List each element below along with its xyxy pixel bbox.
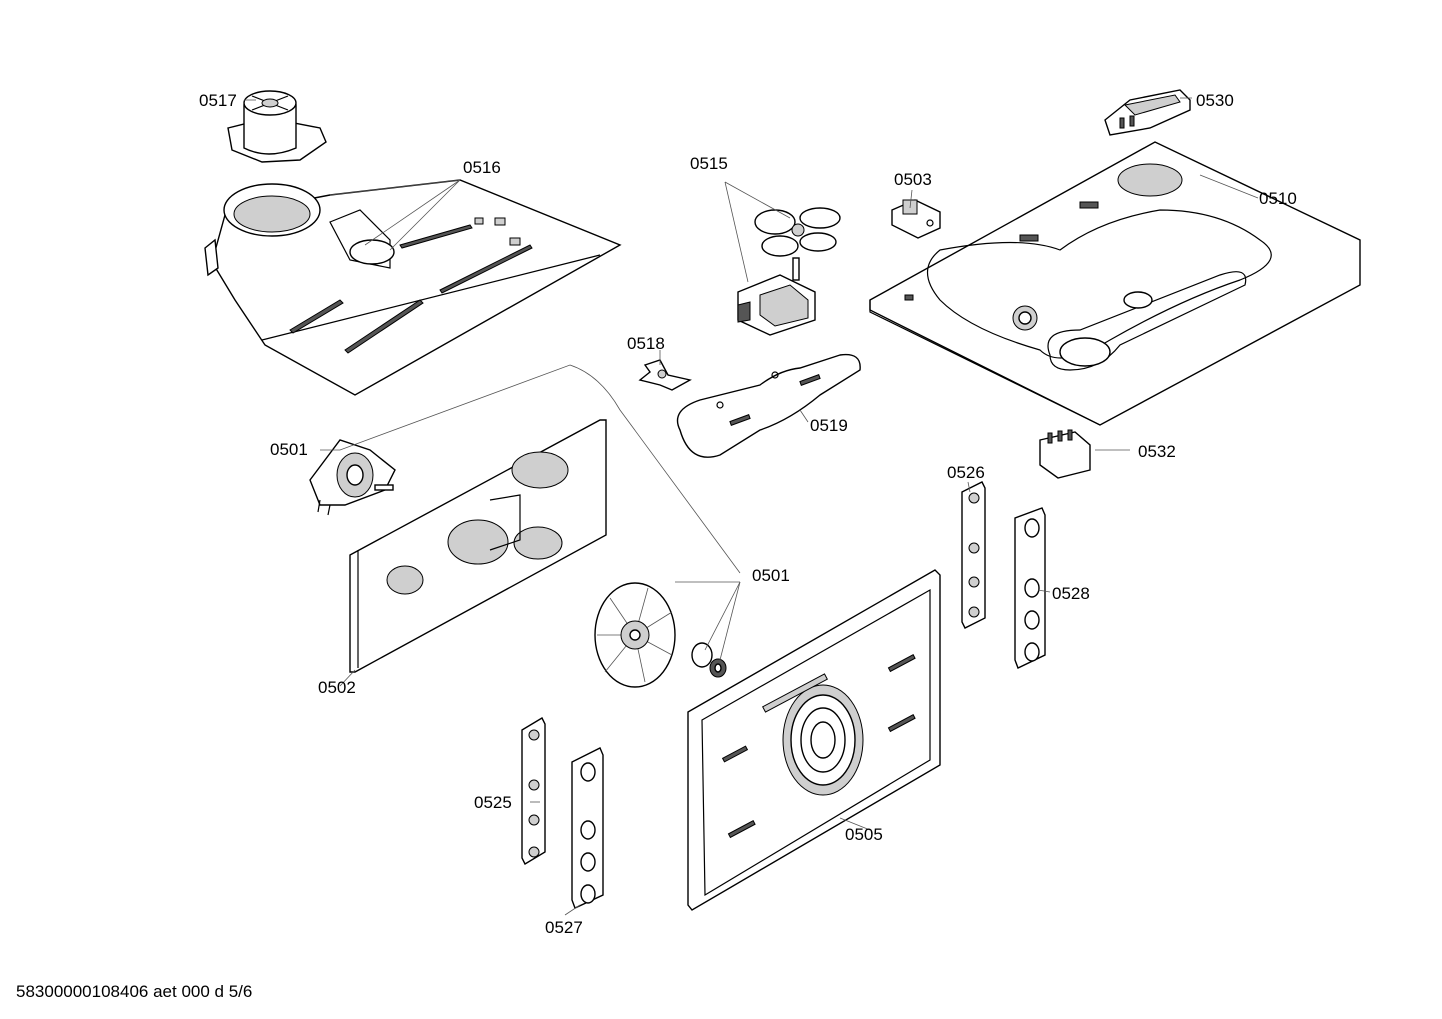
label-0515: 0515	[690, 154, 728, 173]
part-0502-rear-panel[interactable]	[349, 419, 607, 673]
leader-lines	[244, 97, 1259, 916]
part-0505-fan-cover[interactable]	[687, 569, 941, 911]
part-0518-clip[interactable]	[638, 359, 692, 391]
label-0502: 0502	[318, 678, 356, 697]
part-0501-convection-motor[interactable]	[309, 439, 396, 516]
label-0526: 0526	[947, 463, 985, 482]
label-0501-motor: 0501	[270, 440, 308, 459]
part-0532-connector[interactable]	[1039, 429, 1091, 479]
label-0510: 0510	[1259, 189, 1297, 208]
part-0510-top-panel[interactable]	[869, 141, 1361, 426]
part-0526-side-rail[interactable]	[961, 481, 986, 629]
label-0519: 0519	[810, 416, 848, 435]
part-0516-air-duct[interactable]	[204, 179, 622, 396]
label-0525: 0525	[474, 793, 512, 812]
part-0503-thermostat[interactable]	[891, 199, 941, 239]
label-0516: 0516	[463, 158, 501, 177]
part-0515-cooling-fan-motor[interactable]	[737, 207, 841, 336]
label-0501-fan: 0501	[752, 566, 790, 585]
part-0527-side-rail[interactable]	[571, 747, 604, 909]
part-0501-fan-wheel[interactable]	[594, 582, 727, 688]
label-0527: 0527	[545, 918, 583, 937]
part-0528-side-rail[interactable]	[1014, 507, 1046, 669]
label-0517: 0517	[199, 91, 237, 110]
label-0505: 0505	[845, 825, 883, 844]
drawing-reference: 58300000108406 aet 000 d 5/6	[16, 982, 252, 1001]
label-0518: 0518	[627, 334, 665, 353]
label-0503: 0503	[894, 170, 932, 189]
part-0525-side-rail[interactable]	[521, 717, 546, 865]
label-0532: 0532	[1138, 442, 1176, 461]
label-0528: 0528	[1052, 584, 1090, 603]
part-0519-heat-shield[interactable]	[676, 353, 861, 458]
label-0530: 0530	[1196, 91, 1234, 110]
part-0530-terminal-block[interactable]	[1104, 89, 1191, 136]
part-0517-collar[interactable]	[227, 90, 327, 163]
